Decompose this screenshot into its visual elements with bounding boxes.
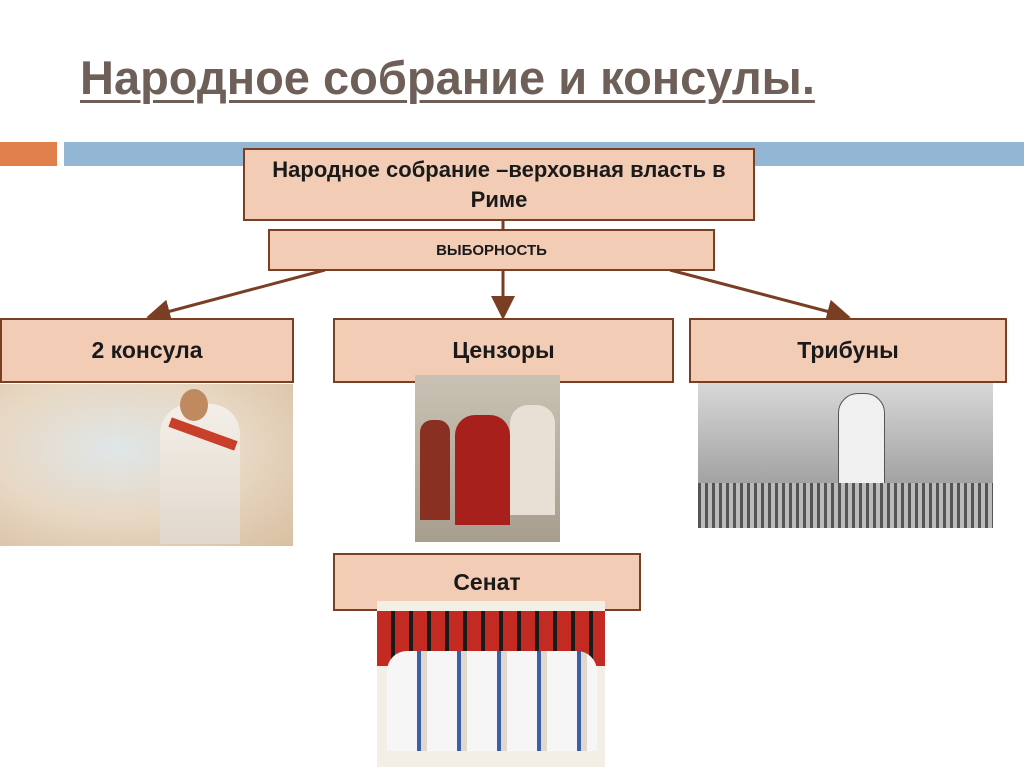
arrow-to-tribunes (669, 268, 851, 324)
senate-image (377, 601, 605, 767)
accent-bar-orange (0, 142, 57, 166)
consuls-label: 2 консула (91, 337, 203, 363)
censors-box: Цензоры (333, 318, 674, 383)
arrow-to-consuls (146, 268, 326, 323)
tribunes-image (698, 383, 993, 528)
slide-title: Народное собрание и консулы. (80, 51, 815, 104)
assembly-box: Народное собрание –верховная власть в Ри… (243, 148, 755, 221)
tribunes-label: Трибуны (797, 337, 899, 363)
censors-label: Цензоры (452, 337, 555, 363)
consul-image (0, 384, 293, 546)
election-label: ВЫБОРНОСТЬ (436, 241, 547, 259)
tribunes-box: Трибуны (689, 318, 1007, 383)
assembly-label: Народное собрание –верховная власть в Ри… (272, 156, 726, 212)
consuls-box: 2 консула (0, 318, 294, 383)
censors-image (415, 375, 560, 542)
senate-label: Сенат (453, 568, 521, 595)
election-box: ВЫБОРНОСТЬ (268, 229, 715, 271)
